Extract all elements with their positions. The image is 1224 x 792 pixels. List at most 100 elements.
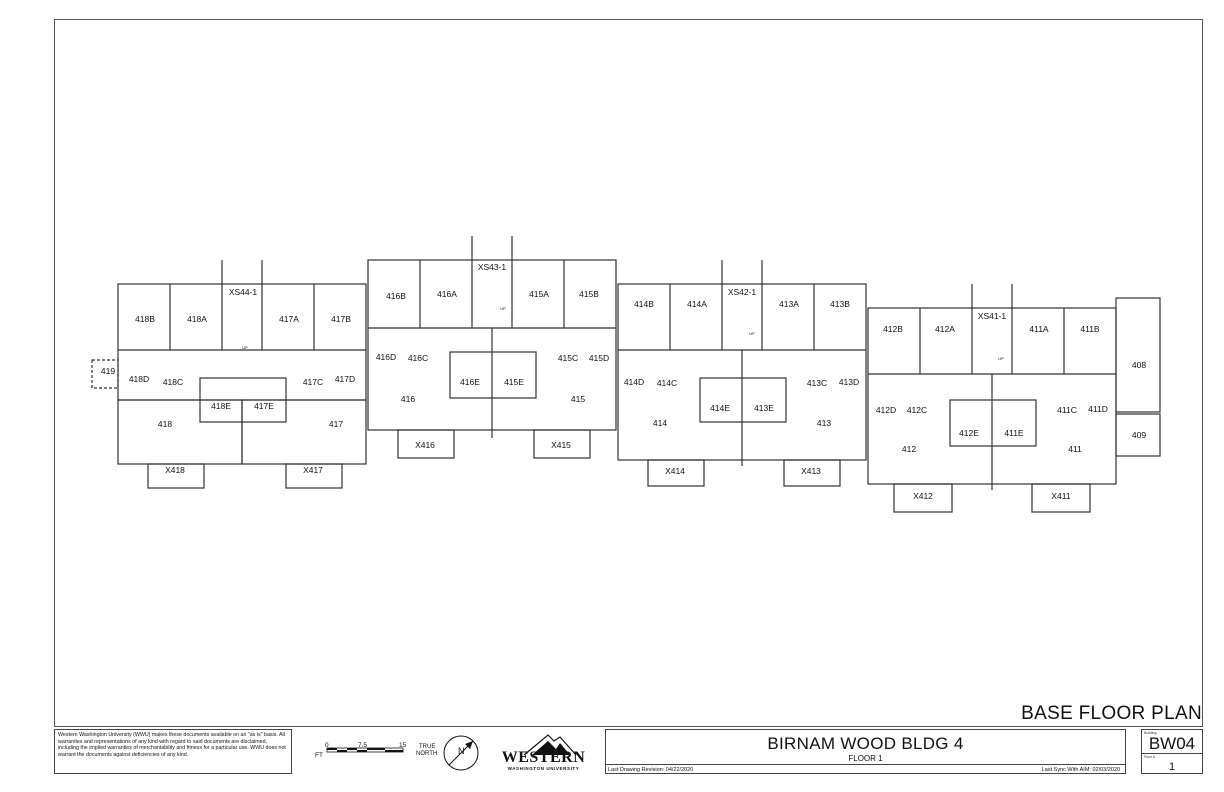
stair-up-label: UP: [500, 306, 506, 311]
logo-subtitle: WASHINGTON UNIVERSITY: [507, 766, 580, 771]
revision-line: Last Drawing Revision: 04/22/2020 Last S…: [606, 764, 1125, 775]
room-label: XS41-1: [978, 311, 1007, 321]
room-label: X413: [801, 466, 821, 476]
room-label: 413A: [779, 299, 799, 309]
room-label: 415B: [579, 289, 599, 299]
room-label: 415: [571, 394, 585, 404]
room-label: 418C: [163, 377, 183, 387]
scale-end: 15: [399, 742, 407, 749]
room-label: 411: [1068, 444, 1082, 454]
scale-0: 0: [325, 742, 329, 749]
room-label: 415D: [589, 353, 609, 363]
room-label: 415A: [529, 289, 549, 299]
bath-412e-411e: [949, 399, 1037, 447]
room-label: 411E: [1004, 428, 1024, 438]
drawing-frame: [54, 19, 1203, 727]
balcony-x416: [397, 429, 455, 459]
compass-icon: [443, 735, 479, 771]
room-label: 414A: [687, 299, 707, 309]
room-label: 418: [158, 419, 172, 429]
room-label: 417C: [303, 377, 323, 387]
last-revision: Last Drawing Revision: 04/22/2020: [608, 767, 694, 773]
room-label: 417E: [254, 401, 274, 411]
room-label: 415E: [504, 377, 524, 387]
balcony-x417: [285, 463, 343, 489]
north-label-true: TRUE: [419, 744, 436, 750]
room-label: 414D: [624, 377, 644, 387]
room-label: 417D: [335, 374, 355, 384]
room-label: 417B: [331, 314, 351, 324]
room-label: 412: [902, 444, 916, 454]
stair-up-label: UP: [749, 331, 755, 336]
last-sync: Last Sync With AIM: 02/03/2020: [1041, 767, 1120, 773]
room-label: 412D: [876, 405, 896, 415]
room-label: X416: [415, 440, 435, 450]
room-label: X414: [665, 466, 685, 476]
sheet-floor-label: Floor #: [1144, 755, 1155, 759]
bath-418e-417e: [199, 377, 287, 423]
room-label: 416E: [460, 377, 480, 387]
balcony-x418: [147, 463, 205, 489]
sheet-code: BW04: [1148, 734, 1196, 753]
room-label: XS43-1: [478, 262, 507, 272]
room-label: 414: [653, 418, 667, 428]
room-label: X415: [551, 440, 571, 450]
room-label: 414E: [710, 403, 730, 413]
sheet-number: 1: [1168, 761, 1176, 773]
room-label: 411A: [1029, 324, 1049, 334]
room-label: 415C: [558, 353, 578, 363]
floor-label: FLOOR 1: [848, 754, 883, 763]
room-label: XS42-1: [728, 287, 757, 297]
room-409-outline: [1115, 413, 1161, 457]
room-label: 413: [817, 418, 831, 428]
room-label: 418B: [135, 314, 155, 324]
balcony-x414: [647, 459, 705, 487]
room-label: 417: [329, 419, 343, 429]
room-label: 418E: [211, 401, 231, 411]
plan-title: BASE FLOOR PLAN: [1021, 703, 1202, 724]
room-label: X411: [1051, 491, 1070, 501]
balcony-x411: [1031, 483, 1091, 513]
room-label: 412E: [959, 428, 979, 438]
room-408-outline: [1115, 297, 1161, 413]
mountain-logo-icon: [523, 734, 577, 756]
room-label: 408: [1132, 360, 1146, 370]
north-label-north: NORTH: [416, 751, 438, 757]
scale-bar: 0 7.5 15 FT: [315, 742, 415, 762]
room-label: 413D: [839, 377, 859, 387]
room-label: 413C: [807, 378, 827, 388]
north-letter: N: [458, 746, 465, 756]
scale-unit: FT: [315, 752, 323, 759]
room-label: 416C: [408, 353, 428, 363]
bath-414e-413e: [699, 377, 787, 423]
room-label: 416A: [437, 289, 457, 299]
room-label: 419: [101, 366, 115, 376]
room-label: 412C: [907, 405, 927, 415]
north-arrow: TRUE NORTH N: [413, 733, 483, 773]
room-label: 412B: [883, 324, 903, 334]
room-label: 411D: [1088, 404, 1108, 414]
sheet-building-label: Building: [1144, 731, 1157, 735]
scale-mid: 7.5: [358, 742, 368, 749]
room-419-outline: [91, 359, 119, 389]
room-label: 412A: [935, 324, 955, 334]
university-logo: WESTERN WASHINGTON UNIVERSITY: [496, 729, 591, 774]
room-label: X417: [303, 465, 323, 475]
room-label: 418D: [129, 374, 149, 384]
balcony-x412: [893, 483, 953, 513]
room-label: XS44-1: [229, 287, 258, 297]
building-title: BIRNAM WOOD BLDG 4: [767, 734, 964, 753]
room-label: 413E: [754, 403, 774, 413]
bath-416e-415e: [449, 351, 537, 399]
logo-wordmark: WESTERN: [501, 749, 586, 766]
room-label: 417A: [279, 314, 299, 324]
room-label: 416D: [376, 352, 396, 362]
disclaimer-text: Western Washington University (WWU) make…: [54, 729, 292, 774]
room-label: 414C: [657, 378, 677, 388]
balcony-x415: [533, 429, 591, 459]
room-label: 409: [1132, 430, 1146, 440]
sheet-box: Building BW04 Floor # 1: [1141, 729, 1203, 774]
room-label: 411B: [1080, 324, 1100, 334]
stair-up-label: UP: [242, 345, 248, 350]
